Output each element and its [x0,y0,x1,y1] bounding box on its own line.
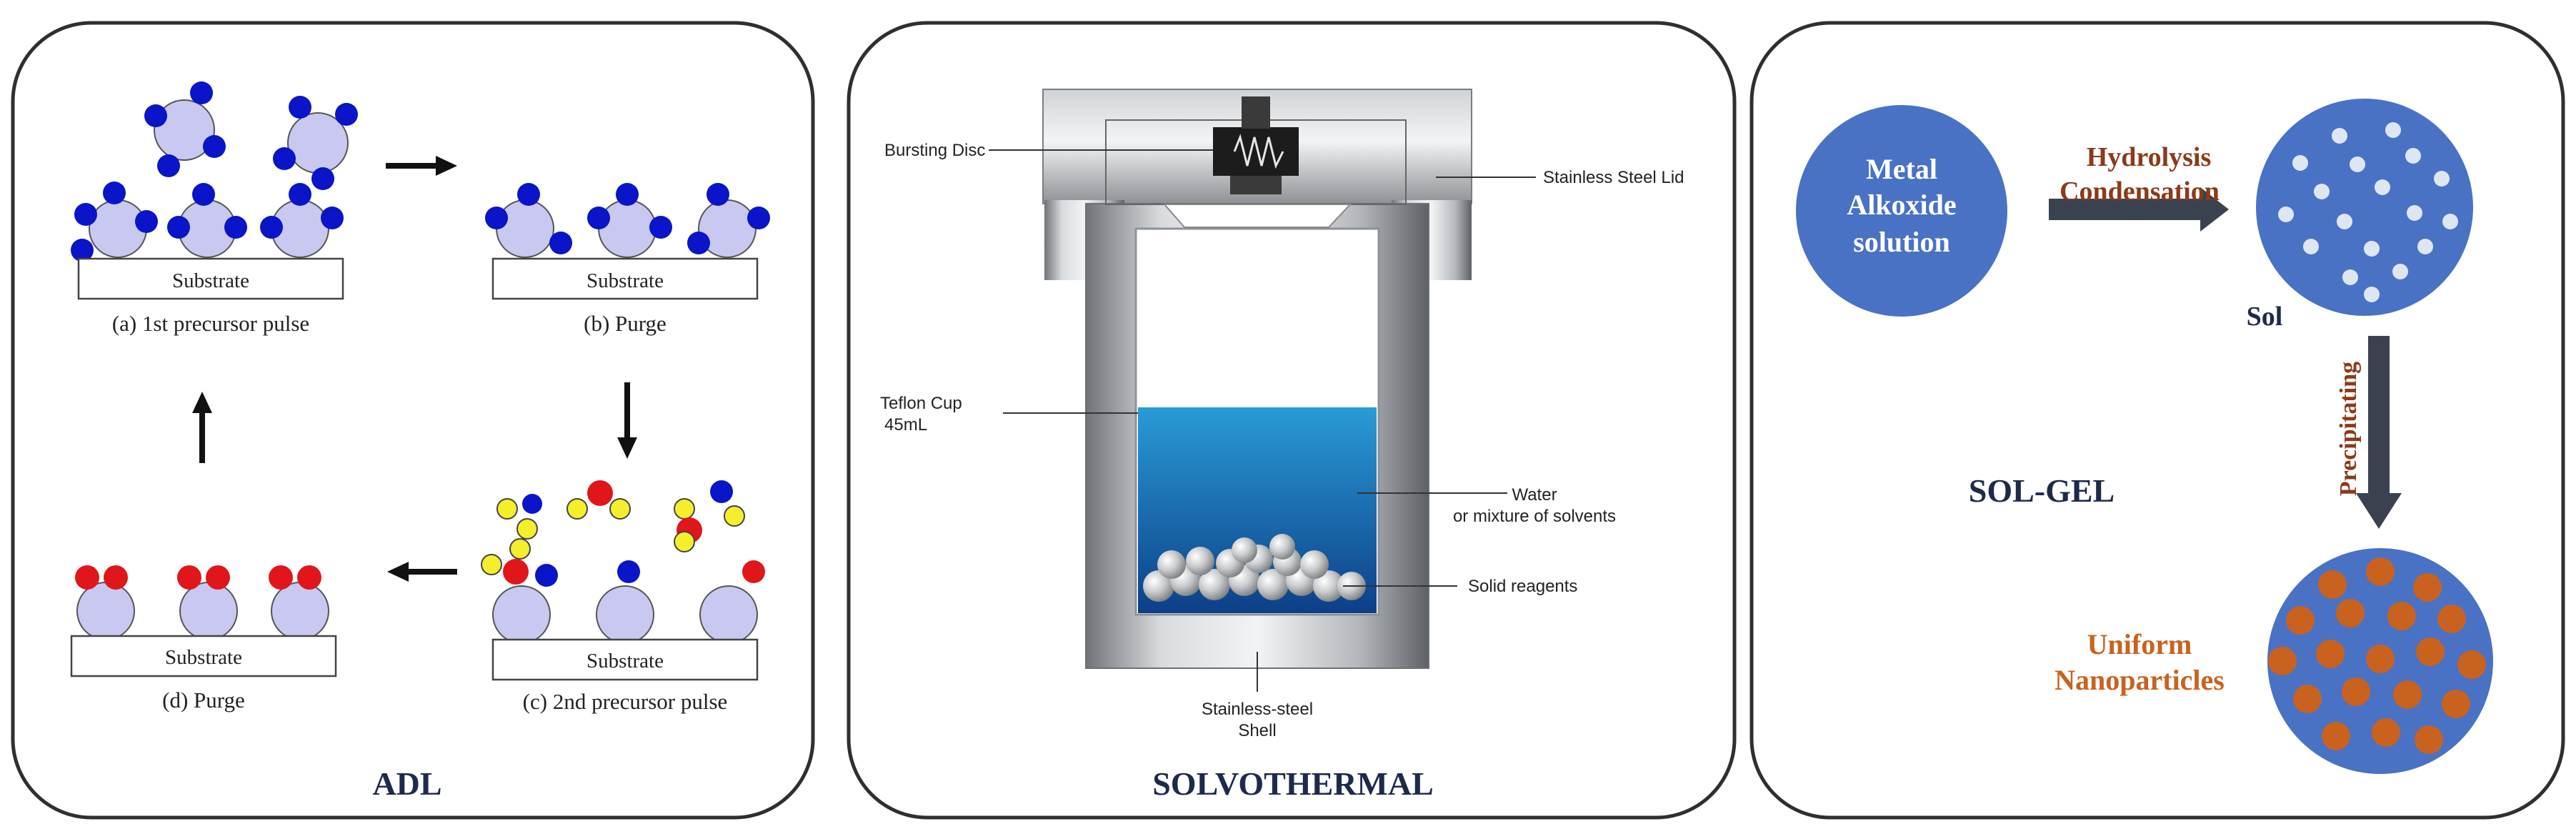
arrow-right-icon [2049,187,2229,232]
arrow-up-icon [192,392,212,463]
step-caption-c: (c) 2nd precursor pulse [523,689,728,714]
arrow-down-icon [2356,336,2402,529]
substrate-label: Substrate [172,269,249,292]
label-shell: Stainless-steel [1202,700,1313,719]
step-caption-a: (a) 1st precursor pulse [112,311,309,336]
label-shell-line2: Shell [1238,721,1276,740]
adl-step-c: Substrate (c) 2nd precursor pulse [481,480,765,714]
sol-label: Sol [2247,302,2283,332]
solvothermal-panel [847,21,1737,820]
label-teflon-volume: 45mL [884,415,927,435]
label-reagents: Solid reagents [1468,577,1577,596]
label-water: Water [1512,485,1557,505]
step-caption-d: (d) Purge [162,687,245,713]
adsorbed-precursor-molecule [485,183,572,258]
leader-lines [989,149,1536,692]
arrow-left-icon [387,562,457,582]
precipitating-label: Precipitating [2335,362,2362,496]
label-teflon-cup: Teflon Cup [880,394,962,413]
substrate-label: Substrate [586,269,664,292]
adl-panel [11,21,815,820]
arrow-down-icon [617,382,637,459]
adl-step-a: Substrate (a) 1st precursor pulse [71,81,358,336]
adsorbed-precursor-molecule [687,183,770,258]
adl-title: ADL [372,765,441,802]
floating-precursor-molecule [144,81,226,177]
metal-alkoxide-circle [1796,105,2007,317]
hydrolysis-label: Hydrolysis [2087,142,2212,172]
cycle-arrows [192,156,637,582]
solvothermal-title: SOLVOTHERMAL [1152,765,1434,802]
sol-particles [2278,122,2458,302]
substrate [491,638,759,681]
alkoxide-label: Alkoxide [1847,189,1956,221]
solution-label: solution [1853,226,1950,258]
uniform-label: Uniform [2087,628,2192,660]
substrate-label: Substrate [165,646,242,669]
solvothermal-diagram: Bursting Disc Stainless Steel Lid Teflon… [880,89,1684,802]
adl-diagram: Substrate (a) 1st precursor pulse Substr… [70,81,770,802]
nanoparticles [2268,557,2486,754]
substrate [70,635,337,677]
adsorbed-precursor-molecule [74,182,158,258]
substrate [77,257,344,300]
substrate-label: Substrate [586,650,664,672]
bursting-disc [1213,127,1299,176]
floating-second-precursor [481,480,745,585]
adsorbed-precursor-molecule [587,183,672,258]
spring-icon [1233,134,1284,169]
solgel-diagram: Metal Alkoxide solution Hydrolysis Conde… [1796,99,2493,774]
solgel-panel [1749,21,2565,820]
condensation-label: Condensation [2060,177,2220,207]
floating-precursor-molecule [273,96,358,190]
adl-step-d: Substrate (d) Purge [70,565,337,713]
nanoparticles-label: Nanoparticles [2055,664,2225,696]
solid-reagents [1143,534,1366,602]
adsorbed-precursor-molecule [260,183,344,258]
adl-step-b: Substrate (b) Purge [485,183,770,336]
label-bursting-disc: Bursting Disc [884,141,985,160]
solgel-title: SOL-GEL [1969,472,2115,509]
step-caption-b: (b) Purge [584,311,667,336]
adsorbed-precursor-molecule [167,183,247,258]
label-solvents: or mixture of solvents [1453,507,1616,526]
label-lid: Stainless Steel Lid [1543,168,1684,187]
substrate [491,257,759,300]
metal-label: Metal [1866,153,1937,185]
arrow-right-icon [386,156,457,176]
